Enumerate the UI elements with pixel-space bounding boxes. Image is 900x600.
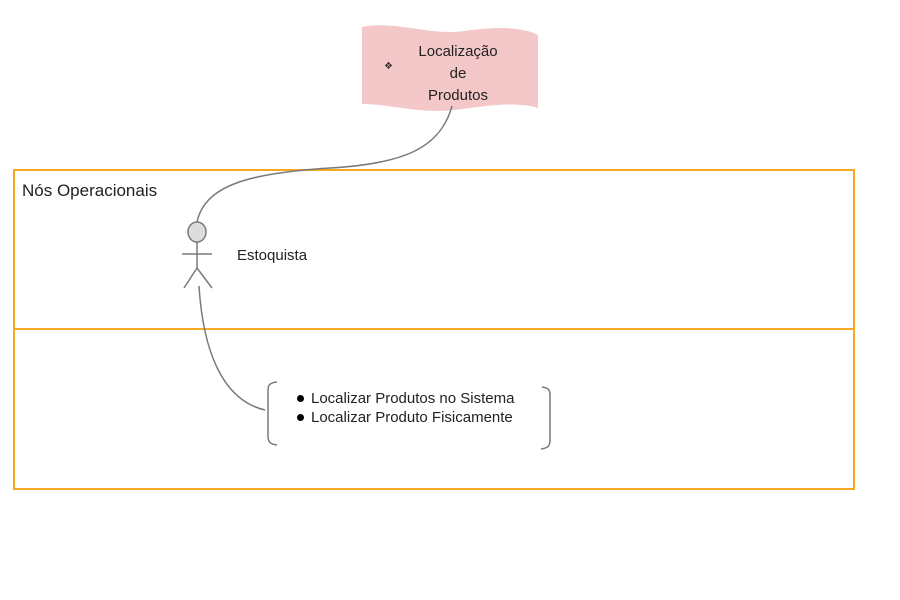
goal-actor-connector [196, 105, 453, 223]
actor-task-connector [198, 285, 266, 411]
task-item[interactable]: Localizar Produtos no Sistema [296, 389, 514, 408]
task-bracket-left [267, 381, 278, 446]
actor-label: Estoquista [237, 247, 308, 264]
bullet-dot-icon [297, 395, 304, 402]
goal-line-3: Produtos [427, 87, 489, 104]
task-item-label: Localizar Produto Fisicamente [311, 409, 513, 426]
stick-figure-actor-icon[interactable] [182, 221, 213, 289]
panel-title: Nós Operacionais [22, 181, 158, 200]
task-item-label: Localizar Produtos no Sistema [311, 390, 515, 407]
task-item[interactable]: Localizar Produto Fisicamente [296, 408, 514, 427]
goal-line-1: Localização [418, 43, 498, 60]
goal-flag-label[interactable]: Localização de Produtos [404, 41, 512, 107]
task-list: Localizar Produtos no Sistema Localizar … [296, 389, 514, 427]
diamond-bullet-icon: ❖ [384, 61, 393, 72]
bullet-dot-icon [297, 414, 304, 421]
task-bracket-right [540, 386, 551, 450]
goal-flag-shape [362, 25, 538, 111]
goal-line-2: de [449, 65, 467, 82]
